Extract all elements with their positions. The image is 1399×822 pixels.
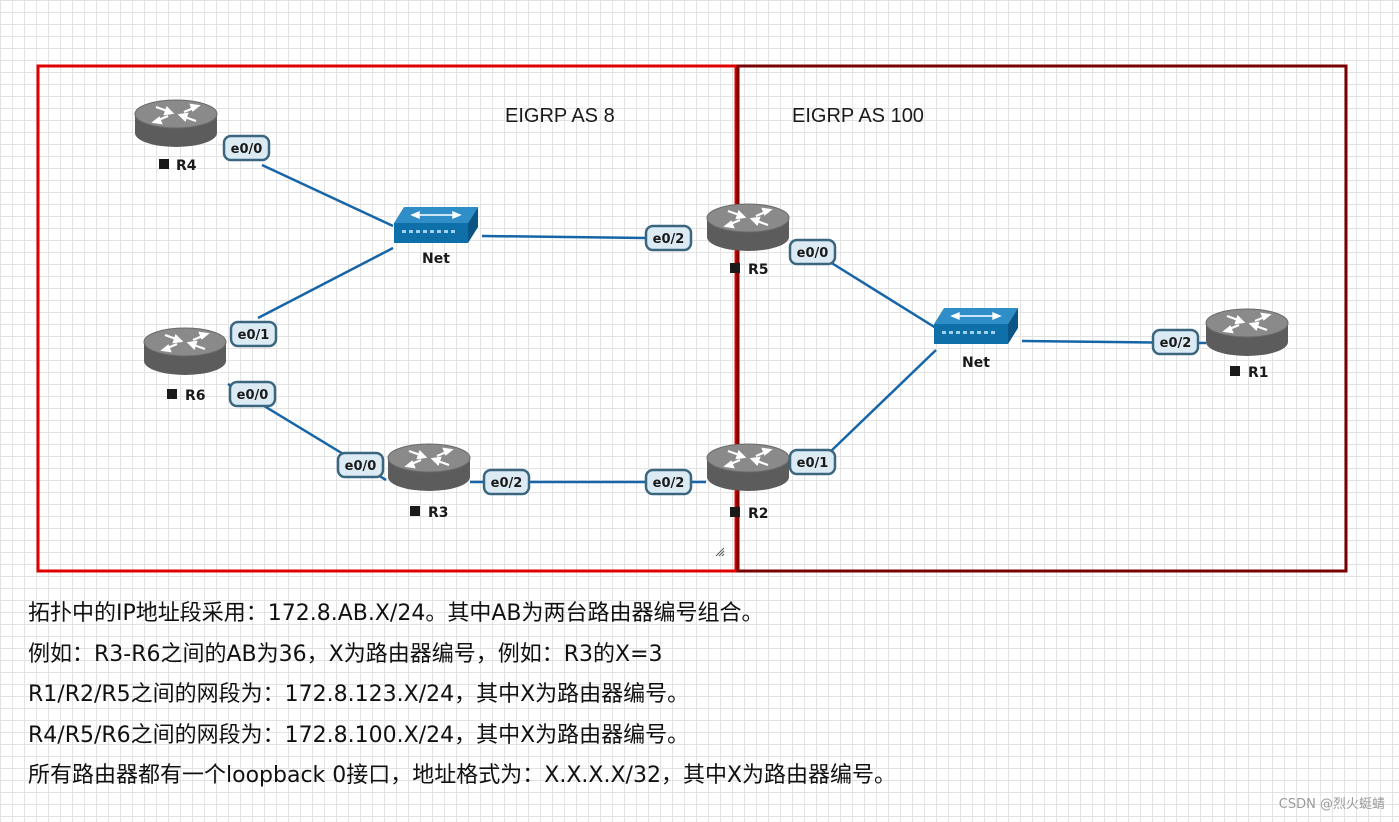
router-icon bbox=[705, 442, 791, 493]
svg-text:e0/2: e0/2 bbox=[653, 232, 685, 247]
svg-text:e0/0: e0/0 bbox=[345, 459, 377, 474]
svg-text:e0/2: e0/2 bbox=[653, 476, 685, 491]
note-line: 拓扑中的IP地址段采用：172.8.AB.X/24。其中AB为两台路由器编号组合… bbox=[28, 601, 764, 626]
svg-text:e0/1: e0/1 bbox=[797, 456, 829, 471]
addressing-notes: 拓扑中的IP地址段采用：172.8.AB.X/24。其中AB为两台路由器编号组合… bbox=[28, 594, 896, 797]
router-icon bbox=[133, 98, 219, 149]
link-r6-neta bbox=[257, 246, 394, 320]
iface-r2-e0-2[interactable]: e0/2 bbox=[644, 468, 693, 496]
router-r2[interactable]: R2 bbox=[705, 442, 791, 522]
svg-text:e0/0: e0/0 bbox=[231, 142, 263, 157]
zone-as100-box bbox=[736, 64, 1348, 573]
iface-r5-e0-0[interactable]: e0/0 bbox=[788, 238, 837, 266]
iface-r2-e0-1[interactable]: e0/1 bbox=[788, 448, 837, 476]
status-square-icon bbox=[730, 507, 740, 517]
switch-net-right-label: Net bbox=[962, 355, 990, 371]
link-neta-r5 bbox=[481, 234, 651, 240]
iface-r4-e0-0[interactable]: e0/0 bbox=[222, 134, 271, 162]
link-r4-neta bbox=[261, 163, 394, 228]
note-line: R1/R2/R5之间的网段为：172.8.123.X/24，其中X为路由器编号。 bbox=[28, 682, 690, 707]
resize-grip-icon[interactable] bbox=[715, 547, 725, 557]
status-square-icon bbox=[159, 159, 169, 169]
router-r3[interactable]: R3 bbox=[386, 442, 472, 521]
switch-net-left-label: Net bbox=[422, 251, 450, 267]
iface-r6-e0-1[interactable]: e0/1 bbox=[229, 320, 278, 348]
iface-r6-e0-0[interactable]: e0/0 bbox=[228, 380, 277, 408]
note-line: 所有路由器都有一个loopback 0接口，地址格式为：X.X.X.X/32，其… bbox=[28, 763, 897, 788]
zone-as8-box bbox=[36, 64, 738, 573]
router-r6[interactable]: R6 bbox=[142, 326, 228, 404]
note-line: R4/R5/R6之间的网段为：172.8.100.X/24，其中X为路由器编号。 bbox=[28, 722, 690, 748]
link-r5-netb bbox=[829, 260, 937, 330]
router-r4-label: R4 bbox=[176, 158, 197, 174]
topology-diagram: EIGRP AS 8 EIGRP AS 100 R4 R6 R3 R5 R2 bbox=[36, 64, 1348, 573]
status-square-icon bbox=[1230, 366, 1240, 376]
router-r3-label: R3 bbox=[428, 505, 449, 521]
router-r6-label: R6 bbox=[185, 388, 206, 404]
router-r1[interactable]: R1 bbox=[1204, 307, 1290, 381]
link-r2-netb bbox=[829, 349, 937, 453]
svg-text:e0/2: e0/2 bbox=[1160, 336, 1192, 351]
router-r5-label: R5 bbox=[748, 262, 769, 278]
switch-icon bbox=[933, 307, 1019, 345]
svg-text:e0/1: e0/1 bbox=[238, 328, 270, 343]
iface-r1-e0-2[interactable]: e0/2 bbox=[1151, 328, 1200, 356]
router-r1-label: R1 bbox=[1248, 365, 1269, 381]
note-line: 例如：R3-R6之间的AB为36，X为路由器编号，例如：R3的X=3 bbox=[28, 641, 663, 667]
iface-r3-e0-0[interactable]: e0/0 bbox=[336, 451, 385, 479]
status-square-icon bbox=[730, 263, 740, 273]
router-r5[interactable]: R5 bbox=[705, 202, 791, 278]
svg-text:e0/0: e0/0 bbox=[237, 388, 269, 403]
svg-text:e0/2: e0/2 bbox=[491, 476, 523, 491]
svg-text:e0/0: e0/0 bbox=[797, 246, 829, 261]
router-icon bbox=[386, 442, 472, 493]
iface-r3-e0-2[interactable]: e0/2 bbox=[482, 468, 531, 496]
switch-net-right[interactable]: Net bbox=[933, 307, 1019, 371]
router-icon bbox=[1204, 307, 1290, 358]
router-r2-label: R2 bbox=[748, 506, 769, 522]
watermark: CSDN @烈火蜓蜻 bbox=[1278, 797, 1385, 812]
switch-net-left[interactable]: Net bbox=[393, 206, 479, 267]
switch-icon bbox=[393, 206, 479, 244]
zone-as100-label: EIGRP AS 100 bbox=[792, 105, 924, 127]
router-icon bbox=[705, 202, 791, 253]
status-square-icon bbox=[167, 389, 177, 399]
iface-r5-e0-2[interactable]: e0/2 bbox=[644, 224, 693, 252]
zone-as8-label: EIGRP AS 8 bbox=[505, 105, 615, 127]
status-square-icon bbox=[410, 506, 420, 516]
router-r4[interactable]: R4 bbox=[133, 98, 219, 174]
router-icon bbox=[142, 326, 228, 377]
